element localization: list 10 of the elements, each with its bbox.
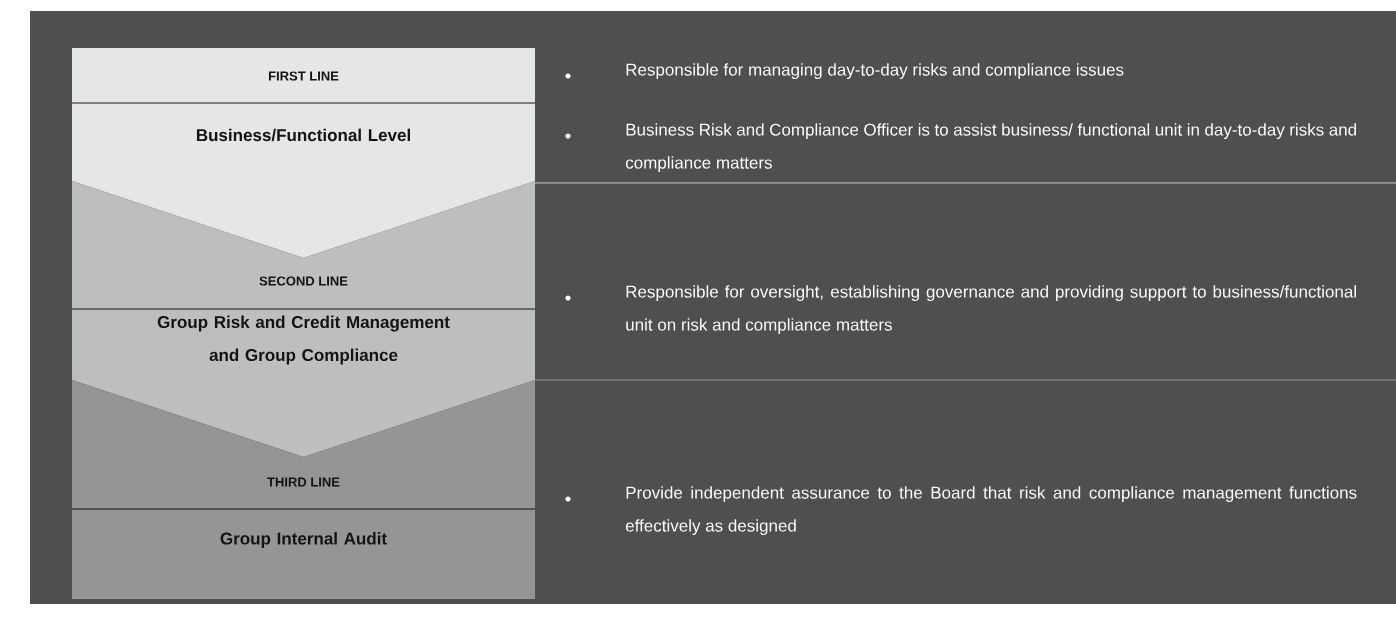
- band-title: Group Risk and Credit Management and Group Compliance: [157, 315, 450, 365]
- band-heading: SECOND LINE: [259, 276, 348, 286]
- band-heading: THIRD LINE: [267, 477, 340, 487]
- bullet-text: Provide independent assurance to the Board that risk and compliance management functions effectively as designed: [625, 486, 1357, 536]
- band-title: Business/Functional Level: [196, 128, 410, 142]
- bullet-text: Business Risk and Compliance Officer is to assist business/ functional unit in day-to-day risks and compliance matters: [625, 123, 1356, 173]
- bullet-text: Responsible for managing day-to-day risks and compliance issues: [626, 63, 1124, 80]
- band-heading: FIRST LINE: [269, 71, 339, 81]
- band-title: Group Internal Audit: [220, 532, 387, 548]
- bullet-text: Responsible for oversight, establishing governance and providing support to business/functional unit on risk and compliance matters: [626, 285, 1356, 335]
